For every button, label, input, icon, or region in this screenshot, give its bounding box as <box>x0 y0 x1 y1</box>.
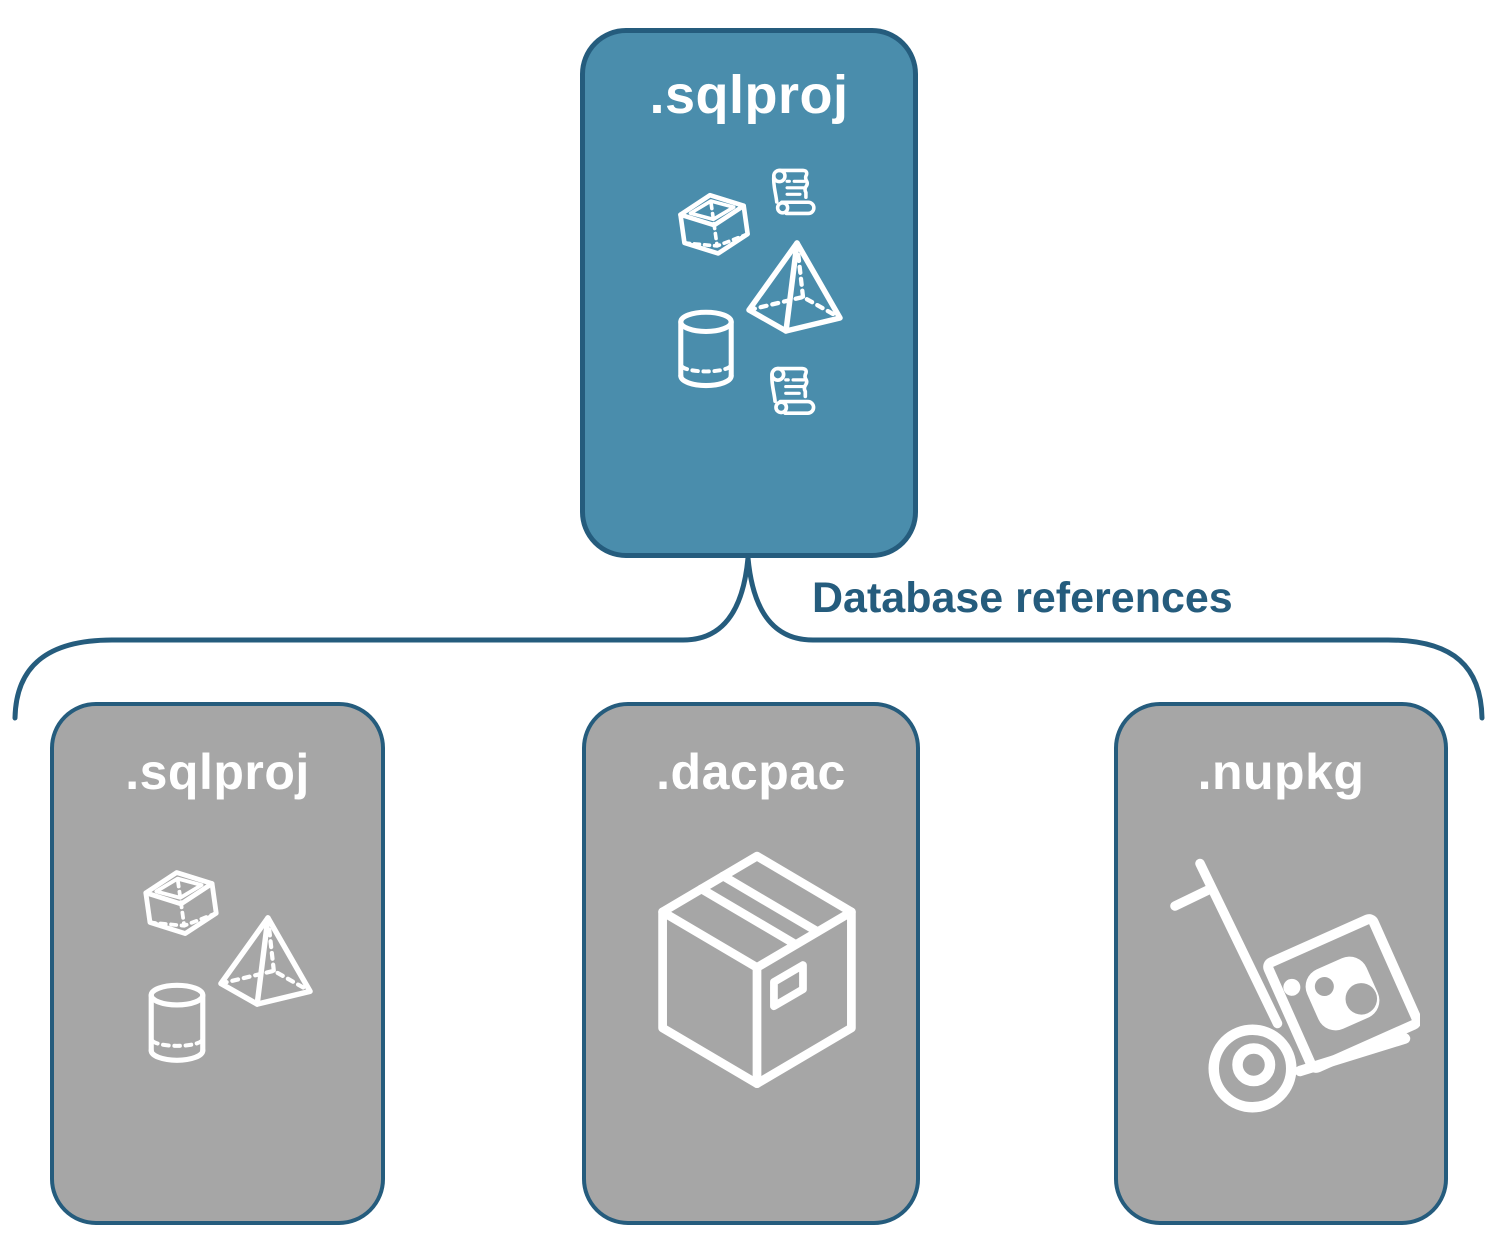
pyramid-icon <box>746 240 843 334</box>
database-cylinder-icon <box>148 982 206 1063</box>
child-card-sqlproj: .sqlproj <box>50 702 385 1225</box>
child-card-label: .sqlproj <box>125 744 310 800</box>
child-card-label: .dacpac <box>656 744 846 800</box>
script-scroll-icon <box>770 366 816 415</box>
child-card-label: .nupkg <box>1197 744 1365 800</box>
root-card-label: .sqlproj <box>649 65 849 125</box>
nuget-hand-truck-icon <box>1170 858 1420 1113</box>
pyramid-icon <box>218 915 313 1007</box>
package-box-icon <box>658 851 856 1088</box>
database-cylinder-icon <box>678 309 734 389</box>
root-card-sqlproj: .sqlproj <box>580 28 918 558</box>
connector-label: Database references <box>812 574 1233 622</box>
child-card-nupkg: .nupkg <box>1114 702 1448 1225</box>
cube-icon <box>143 870 219 936</box>
child-card-dacpac: .dacpac <box>582 702 920 1225</box>
cube-icon <box>678 192 750 256</box>
script-scroll-icon <box>771 168 816 216</box>
brace-connector <box>12 557 1485 721</box>
